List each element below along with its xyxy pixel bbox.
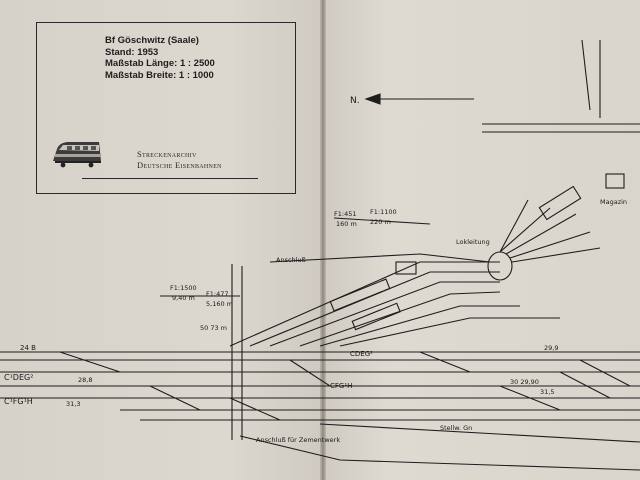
station-name: Bf Göschwitz (Saale) (105, 35, 199, 46)
km-label: 29,9 (544, 344, 558, 352)
scale-width: Maßstab Breite: 1 : 1000 (105, 69, 214, 81)
archive-line-2: Deutsche Eisenbahnen (137, 160, 222, 170)
signal-label: 220 m (370, 218, 391, 226)
archive-rule (82, 178, 258, 179)
yard-track (339, 317, 560, 347)
yard-track (269, 281, 500, 347)
signal-label: F1:1100 (370, 208, 397, 216)
shed-track (499, 199, 601, 263)
km-label: 28,8 (78, 376, 92, 384)
title-text: Bf Göschwitz (Saale) Stand: 1953 Maßstab… (105, 35, 215, 81)
yard-track (249, 271, 500, 347)
dimension-line (160, 217, 431, 297)
km-label: 31,3 (66, 400, 80, 408)
archive-name: Streckenarchiv Deutsche Eisenbahnen (137, 149, 222, 171)
scale-length: Maßstab Länge: 1 : 2500 (105, 58, 215, 69)
km-label: 31,5 (540, 388, 554, 396)
status-year: Stand: 1953 (105, 46, 159, 58)
anschluss-bottom-label: Anschluß für Zementwerk (256, 436, 340, 444)
crossover (59, 351, 331, 421)
title-block: Bf Göschwitz (Saale) Stand: 1953 Maßstab… (36, 22, 296, 194)
track-label: CFG¹H (330, 382, 352, 390)
magazin-building (605, 173, 625, 189)
signal-label: 160 m (336, 220, 357, 228)
railcar-icon (53, 142, 101, 168)
lokleitung-label: Lokleitung (456, 238, 490, 246)
yard-building (351, 302, 401, 331)
signal-label: 5,160 m (206, 300, 233, 308)
lower-branch (239, 435, 640, 471)
magazin-label: Magazin (600, 198, 627, 206)
signal-label: F1:1500 (170, 284, 197, 292)
km-label: 30 29,90 (510, 378, 539, 386)
turntable (487, 251, 513, 281)
signal-label: 9,40 m (172, 294, 195, 302)
overpass (231, 264, 243, 440)
engine-shed (538, 185, 582, 221)
left-page (0, 0, 322, 480)
signal-label: F1:477 (206, 290, 228, 298)
book-gutter (320, 0, 326, 480)
yard-building (395, 261, 417, 275)
branch-track (269, 253, 491, 263)
archive-line-1: Streckenarchiv (137, 149, 197, 159)
north-label: N. (350, 96, 360, 106)
lower-branch (319, 423, 640, 443)
yard-track (229, 261, 500, 347)
track-label: 24 B (20, 344, 36, 352)
anschluss-label: Anschluß (276, 256, 306, 264)
signal-label: 50 73 m (200, 324, 227, 332)
crossover (419, 351, 631, 411)
yard-track (319, 305, 520, 347)
yard-track (299, 291, 501, 347)
track-label: CDEG² (350, 350, 373, 358)
track-label: C¹DEG² (4, 373, 33, 382)
north-arrow (364, 93, 474, 105)
right-page (324, 0, 640, 480)
track-label: C¹FG¹H (4, 397, 33, 406)
signal-label: F1:451 (334, 210, 356, 218)
stellwerk-label: Stellw. Gn (440, 424, 472, 432)
road-lines (482, 39, 640, 133)
yard-building (329, 278, 391, 312)
